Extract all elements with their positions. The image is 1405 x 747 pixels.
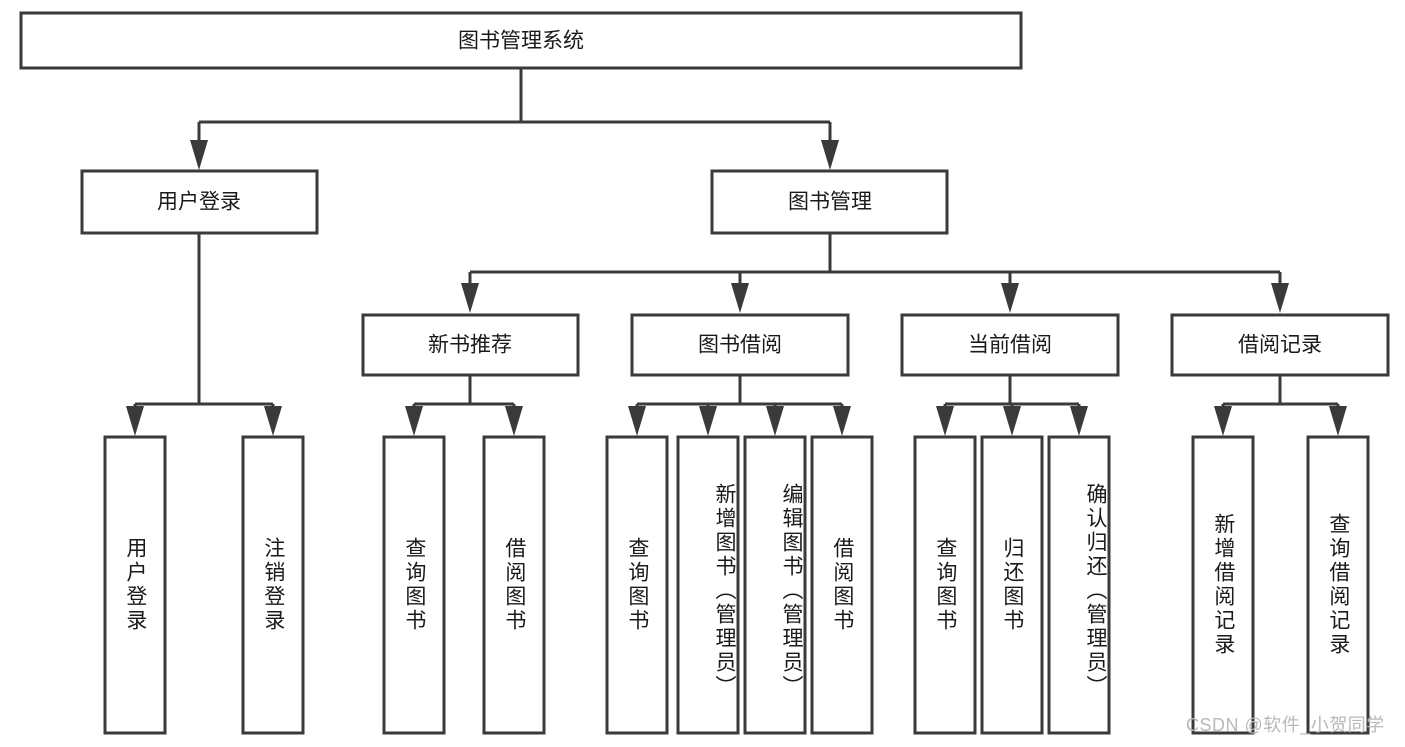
arrow-to-leaf-query-book-1: [405, 406, 423, 436]
arrow-to-user-login: [190, 140, 208, 170]
arrow-to-new-book-recommend: [461, 283, 479, 313]
arrow-to-leaf-borrow-book-1: [505, 406, 523, 436]
node-leaf-borrow-book-1-box[interactable]: [482, 435, 546, 735]
arrow-to-leaf-add-book: [699, 406, 717, 436]
node-new-book-recommend-label: 新书推荐: [428, 334, 512, 357]
node-leaf-borrow-book-2-box[interactable]: [810, 435, 874, 735]
arrow-to-leaf-query-book-2: [628, 406, 646, 436]
node-leaf-confirm-return-box[interactable]: [1047, 435, 1111, 735]
csdn-watermark: CSDN @软件_小贺同学: [1186, 715, 1385, 735]
node-leaf-query-book-2-box[interactable]: [605, 435, 669, 735]
node-leaf-query-record-box[interactable]: [1306, 435, 1370, 735]
node-book-borrow-box[interactable]: [630, 313, 850, 377]
arrow-to-book-borrow: [731, 283, 749, 313]
node-root-box[interactable]: [19, 11, 1023, 70]
node-user-login-box[interactable]: [80, 169, 319, 235]
node-current-borrow-label: 当前借阅: [968, 334, 1052, 357]
node-leaf-edit-book-box[interactable]: [743, 435, 807, 735]
leaf-box-layer: [103, 435, 1370, 735]
node-leaf-add-record-box[interactable]: [1191, 435, 1255, 735]
node-borrow-record-label: 借阅记录: [1238, 334, 1322, 357]
arrow-to-borrow-record: [1271, 283, 1289, 313]
node-root[interactable]: 图书管理系统: [19, 11, 1023, 70]
node-leaf-return-book-box[interactable]: [980, 435, 1044, 735]
arrow-to-leaf-query-record: [1329, 406, 1347, 436]
node-root-label: 图书管理系统: [458, 30, 584, 53]
arrow-to-leaf-edit-book: [766, 406, 784, 436]
arrow-to-leaf-user-login: [126, 406, 144, 436]
node-current-borrow-box[interactable]: [900, 313, 1120, 377]
node-borrow-record-box[interactable]: [1170, 313, 1390, 377]
node-leaf-query-book-3-box[interactable]: [913, 435, 977, 735]
node-book-management[interactable]: 图书管理: [710, 169, 949, 235]
node-leaf-add-book-box[interactable]: [676, 435, 740, 735]
connector-layer: [126, 68, 1347, 436]
node-book-borrow[interactable]: 图书借阅: [630, 313, 850, 377]
node-new-book-recommend-box[interactable]: [361, 313, 580, 377]
node-new-book-recommend[interactable]: 新书推荐: [361, 313, 580, 377]
node-borrow-record[interactable]: 借阅记录: [1170, 313, 1390, 377]
arrow-to-leaf-borrow-book-2: [833, 406, 851, 436]
arrow-to-book-management: [821, 140, 839, 170]
arrow-to-current-borrow: [1001, 283, 1019, 313]
node-user-login-label: 用户登录: [157, 191, 241, 214]
node-leaf-logout-login-box[interactable]: [241, 435, 305, 735]
node-user-login[interactable]: 用户登录: [80, 169, 319, 235]
node-book-management-label: 图书管理: [788, 191, 872, 214]
arrow-to-leaf-add-record: [1214, 406, 1232, 436]
node-leaf-query-book-1-box[interactable]: [382, 435, 446, 735]
node-book-management-box[interactable]: [710, 169, 949, 235]
arrow-to-leaf-logout-login: [264, 406, 282, 436]
arrow-to-leaf-confirm-return: [1070, 406, 1088, 436]
node-book-borrow-label: 图书借阅: [698, 334, 782, 357]
arrow-to-leaf-return-book: [1003, 406, 1021, 436]
node-current-borrow[interactable]: 当前借阅: [900, 313, 1120, 377]
arrow-to-leaf-query-book-3: [936, 406, 954, 436]
node-leaf-user-login-box[interactable]: [103, 435, 167, 735]
